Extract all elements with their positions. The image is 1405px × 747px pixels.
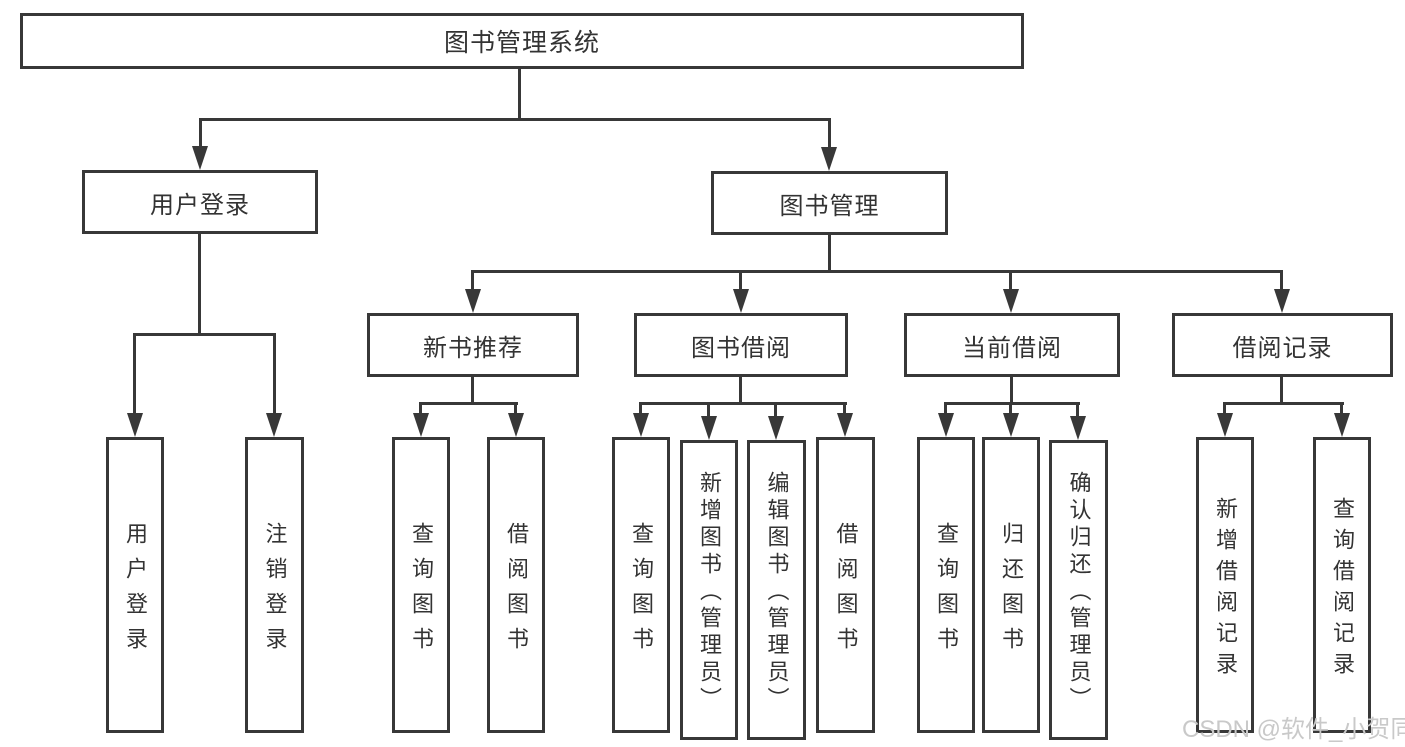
leaf-confirm-return-admin: 确认归还（管理员） bbox=[1049, 440, 1108, 740]
connector-line bbox=[273, 333, 276, 415]
connector-line bbox=[198, 234, 201, 336]
connector-line bbox=[774, 402, 777, 418]
leaf-query-books-borrowing-label: 查询图书 bbox=[629, 521, 654, 662]
arrow-down-icon bbox=[1217, 413, 1233, 437]
connector-line bbox=[199, 118, 202, 150]
leaf-return-books: 归还图书 bbox=[982, 437, 1040, 733]
leaf-borrow-books-borrowing-label: 借阅图书 bbox=[833, 521, 859, 662]
leaf-logout: 注销登录 bbox=[245, 437, 304, 733]
node-current-borrowing: 当前借阅 bbox=[904, 313, 1120, 377]
connector-line bbox=[199, 118, 831, 121]
connector-line bbox=[944, 402, 1080, 405]
connector-line bbox=[471, 270, 474, 292]
connector-line bbox=[828, 235, 831, 273]
connector-line bbox=[639, 402, 642, 415]
node-new-book-recommendation: 新书推荐 bbox=[367, 313, 579, 377]
connector-line bbox=[133, 333, 276, 336]
csdn-watermark: CSDN @软件_小贺同学 bbox=[1182, 716, 1405, 743]
node-book-borrowing: 图书借阅 bbox=[634, 313, 848, 377]
connector-line bbox=[472, 270, 1283, 273]
connector-line bbox=[707, 402, 710, 418]
leaf-query-borrow-record-label: 查询借阅记录 bbox=[1330, 496, 1355, 683]
connector-line bbox=[1009, 270, 1012, 292]
connector-line bbox=[1340, 402, 1343, 415]
arrow-down-icon bbox=[938, 413, 954, 437]
arrow-down-icon bbox=[1003, 289, 1019, 313]
arrow-down-icon bbox=[465, 289, 481, 313]
leaf-add-borrow-record: 新增借阅记录 bbox=[1196, 437, 1254, 733]
connector-line bbox=[1223, 402, 1226, 415]
leaf-add-books-admin: 新增图书（管理员） bbox=[680, 440, 738, 740]
leaf-edit-books-admin: 编辑图书（管理员） bbox=[747, 440, 806, 740]
connector-line bbox=[514, 402, 517, 415]
arrow-down-icon bbox=[821, 147, 837, 171]
leaf-query-books-current-label: 查询图书 bbox=[934, 521, 959, 662]
connector-line bbox=[843, 402, 846, 415]
arrow-down-icon bbox=[768, 416, 784, 440]
leaf-add-books-admin-label: 新增图书（管理员） bbox=[697, 471, 722, 714]
connector-line bbox=[518, 69, 521, 120]
arrow-down-icon bbox=[701, 416, 717, 440]
leaf-borrow-books-recommend-label: 借阅图书 bbox=[504, 521, 529, 662]
leaf-user-login-label: 用户登录 bbox=[123, 521, 148, 662]
leaf-query-books-current: 查询图书 bbox=[917, 437, 975, 733]
connector-line bbox=[1009, 402, 1012, 415]
leaf-logout-label: 注销登录 bbox=[262, 521, 288, 662]
connector-line bbox=[828, 118, 831, 151]
leaf-confirm-return-admin-label: 确认归还（管理员） bbox=[1066, 471, 1092, 714]
leaf-query-books-borrowing: 查询图书 bbox=[612, 437, 670, 733]
arrow-down-icon bbox=[127, 413, 143, 437]
leaf-user-login: 用户登录 bbox=[106, 437, 164, 733]
arrow-down-icon bbox=[633, 413, 649, 437]
node-library-system: 图书管理系统 bbox=[20, 13, 1024, 69]
leaf-edit-books-admin-label: 编辑图书（管理员） bbox=[764, 471, 790, 714]
node-borrowing-records: 借阅记录 bbox=[1172, 313, 1393, 377]
arrow-down-icon bbox=[508, 413, 524, 437]
arrow-down-icon bbox=[413, 413, 429, 437]
connector-line bbox=[1223, 402, 1344, 405]
leaf-borrow-books-borrowing: 借阅图书 bbox=[816, 437, 875, 733]
node-user-login: 用户登录 bbox=[82, 170, 318, 234]
node-book-management: 图书管理 bbox=[711, 171, 948, 235]
leaf-add-borrow-record-label: 新增借阅记录 bbox=[1213, 496, 1238, 683]
connector-line bbox=[639, 402, 847, 405]
arrow-down-icon bbox=[1274, 289, 1290, 313]
connector-line bbox=[739, 270, 742, 292]
connector-line bbox=[133, 333, 136, 415]
connector-line bbox=[739, 377, 742, 404]
arrow-down-icon bbox=[266, 413, 282, 437]
connector-line bbox=[1280, 377, 1283, 404]
arrow-down-icon bbox=[837, 413, 853, 437]
connector-line bbox=[944, 402, 947, 415]
connector-line bbox=[1076, 402, 1079, 418]
connector-line bbox=[1010, 377, 1013, 404]
connector-line bbox=[1280, 270, 1283, 292]
leaf-return-books-label: 归还图书 bbox=[999, 521, 1024, 662]
connector-line bbox=[419, 402, 422, 415]
arrow-down-icon bbox=[1070, 416, 1086, 440]
connector-line bbox=[419, 402, 518, 405]
arrow-down-icon bbox=[1003, 413, 1019, 437]
leaf-query-borrow-record: 查询借阅记录 bbox=[1313, 437, 1371, 733]
arrow-down-icon bbox=[192, 146, 208, 170]
leaf-borrow-books-recommend: 借阅图书 bbox=[487, 437, 545, 733]
arrow-down-icon bbox=[1334, 413, 1350, 437]
leaf-query-books-recommend: 查询图书 bbox=[392, 437, 450, 733]
connector-line bbox=[471, 377, 474, 404]
leaf-query-books-recommend-label: 查询图书 bbox=[409, 521, 434, 662]
arrow-down-icon bbox=[733, 289, 749, 313]
